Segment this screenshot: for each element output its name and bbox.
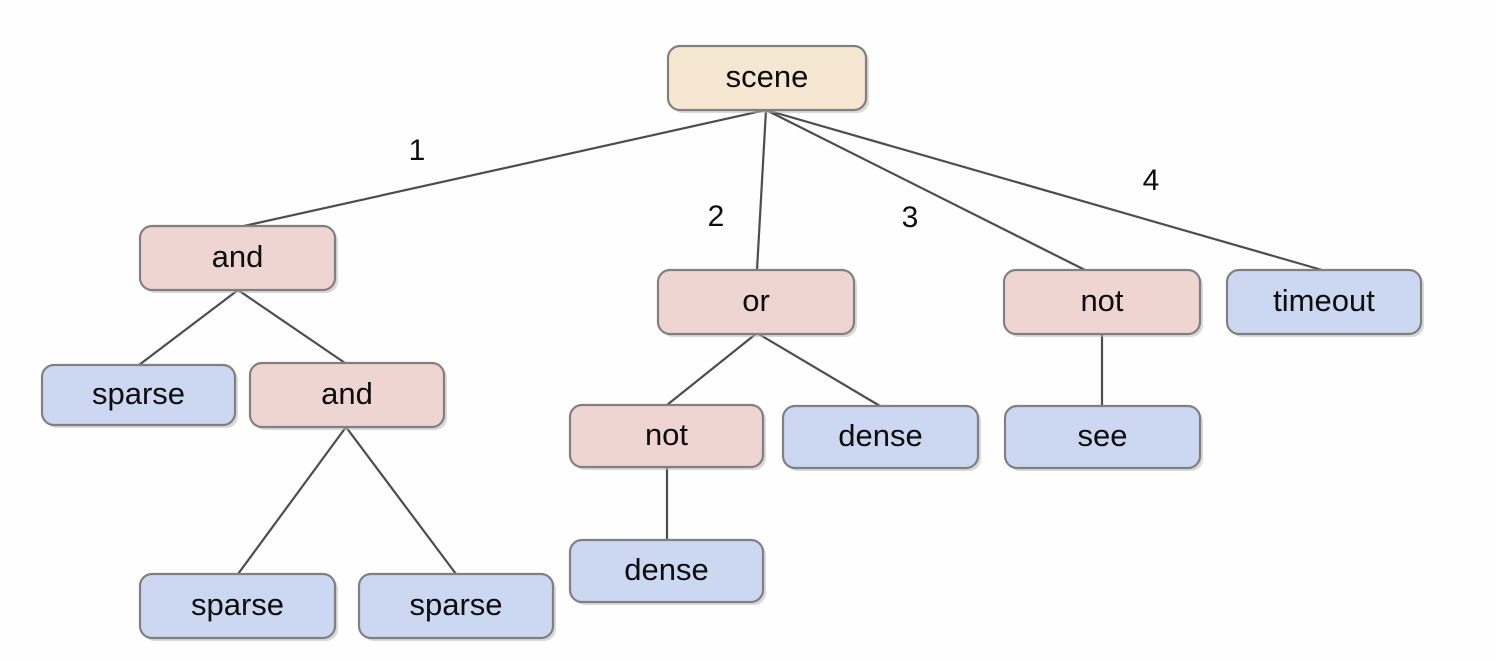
edge-label-3: 3 [902, 201, 919, 234]
tree-node-sparse1[interactable]: sparse [40, 363, 238, 428]
node-box-not_m[interactable] [568, 403, 765, 469]
tree-node-dense_b[interactable]: dense [568, 538, 766, 605]
node-label-dense_r: dense [838, 418, 922, 453]
node-box-dense_r[interactable] [781, 404, 980, 470]
tree-node-sparse2[interactable]: sparse [138, 572, 338, 641]
tree-edge-scene-to-or1 [755, 108, 768, 272]
edges-layer [137, 108, 1324, 576]
node-label-scene: scene [726, 59, 809, 94]
tree-edge-and2-to-sparse3 [344, 425, 458, 576]
node-box-sparse2[interactable] [138, 572, 337, 640]
tree-edge-and1-to-and2 [236, 288, 347, 365]
node-box-scene[interactable] [666, 44, 868, 112]
node-box-sparse3[interactable] [357, 572, 555, 640]
tree-edge-scene-to-timeout [764, 108, 1324, 272]
node-label-sparse1: sparse [92, 376, 185, 411]
node-box-see[interactable] [1003, 404, 1202, 470]
tree-edge-and1-to-sparse1 [137, 288, 240, 367]
tree-edge-scene-to-and1 [242, 108, 768, 228]
tree-node-and2[interactable]: and [248, 361, 447, 430]
tree-node-dense_r[interactable]: dense [781, 404, 981, 471]
tree-node-timeout[interactable]: timeout [1225, 268, 1424, 337]
tree-edge-scene-to-not_r [764, 108, 1087, 272]
tree-node-not_m[interactable]: not [568, 403, 766, 470]
tree-edge-and2-to-sparse2 [236, 425, 348, 576]
node-box-dense_b[interactable] [568, 538, 765, 604]
node-box-not_r[interactable] [1002, 268, 1202, 336]
tree-edge-or1-to-dense_r [755, 331, 882, 408]
node-box-and1[interactable] [138, 224, 337, 292]
tree-node-not_r[interactable]: not [1002, 268, 1203, 337]
node-label-see: see [1078, 418, 1128, 453]
node-label-dense_b: dense [624, 552, 708, 587]
node-label-not_m: not [645, 417, 688, 452]
tree-node-see[interactable]: see [1003, 404, 1203, 471]
nodes-layer: scene and or not timeout sparse and not dense see… [40, 44, 1424, 641]
edge-labels-layer: 1 2 3 4 [409, 134, 1160, 234]
tree-node-sparse3[interactable]: sparse [357, 572, 556, 641]
tree-node-and1[interactable]: and [138, 224, 338, 293]
node-box-timeout[interactable] [1225, 268, 1423, 336]
edge-label-4: 4 [1143, 164, 1160, 197]
edge-label-1: 1 [409, 134, 426, 167]
tree-edge-or1-to-not_m [665, 331, 759, 407]
node-box-and2[interactable] [248, 361, 446, 429]
node-box-or1[interactable] [656, 268, 856, 336]
node-label-sparse3: sparse [409, 587, 502, 622]
node-label-and1: and [212, 239, 264, 274]
tree-node-or1[interactable]: or [656, 268, 857, 337]
node-label-and2: and [321, 376, 373, 411]
edge-label-2: 2 [708, 200, 725, 233]
node-label-or1: or [742, 283, 770, 318]
tree-node-scene[interactable]: scene [666, 44, 869, 113]
node-label-not_r: not [1080, 283, 1123, 318]
node-box-sparse1[interactable] [40, 363, 237, 427]
node-label-sparse2: sparse [191, 587, 284, 622]
node-label-timeout: timeout [1273, 283, 1375, 318]
